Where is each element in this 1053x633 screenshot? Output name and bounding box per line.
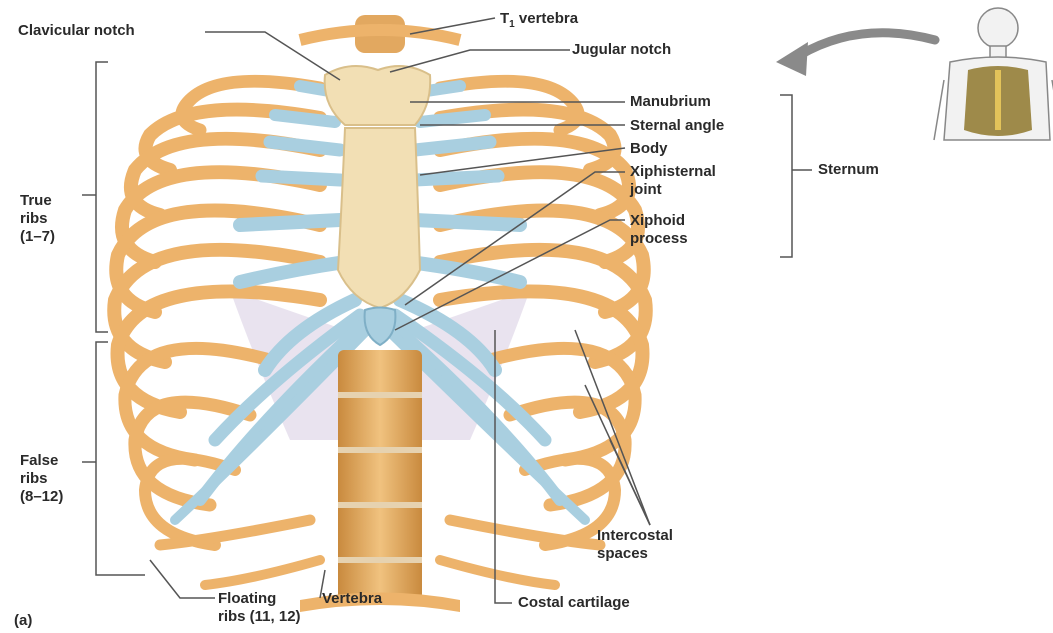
sternum-bracket — [780, 95, 792, 257]
label-floating-ribs: Floating ribs (11, 12) — [218, 590, 301, 626]
intercostal-line-2: spaces — [597, 545, 673, 563]
label-vertebra: Vertebra — [322, 590, 382, 608]
label-sternum: Sternum — [818, 161, 879, 179]
label-jugular-notch: Jugular notch — [572, 41, 671, 59]
label-manubrium: Manubrium — [630, 93, 711, 111]
intercostal-line-1: Intercostal — [597, 527, 673, 545]
false-ribs-line-3: (8–12) — [20, 488, 63, 506]
xiphoid-line-2: process — [630, 230, 688, 248]
cartilage-right-4 — [415, 176, 498, 180]
figure-panel-tag: (a) — [14, 612, 32, 630]
true-ribs-line-2: ribs — [20, 210, 55, 228]
cartilage-right-6 — [410, 262, 520, 282]
label-sternal-angle: Sternal angle — [630, 117, 724, 135]
orientation-inset — [776, 8, 1053, 140]
floating-ribs-line-2: ribs (11, 12) — [218, 608, 301, 626]
arrow-head-icon — [776, 42, 808, 76]
cartilage-right-5 — [415, 220, 520, 225]
rib-left-12 — [205, 560, 320, 585]
floating-ribs-line-1: Floating — [218, 590, 301, 608]
cartilage-right-3 — [415, 142, 490, 150]
cartilage-left-3 — [270, 142, 340, 150]
cartilage-left-5 — [240, 220, 340, 225]
true-ribs-bracket — [96, 62, 108, 332]
label-xiphoid-process: Xiphoid process — [630, 212, 688, 248]
label-xiphisternal-joint: Xiphisternal joint — [630, 163, 716, 199]
label-true-ribs: True ribs (1–7) — [20, 192, 55, 246]
true-ribs-line-3: (1–7) — [20, 228, 55, 246]
label-clavicular-notch: Clavicular notch — [18, 22, 135, 40]
cartilage-left-6 — [240, 262, 345, 282]
false-ribs-line-1: False — [20, 452, 63, 470]
xiphisternal-line-2: joint — [630, 181, 716, 199]
t1-suffix: vertebra — [515, 10, 578, 27]
curved-arrow — [800, 33, 935, 55]
rib-right-12 — [440, 560, 555, 585]
sternal-body-shape — [338, 128, 420, 308]
floating-ribs-leader — [150, 560, 215, 598]
t1-prefix: T — [500, 10, 509, 27]
label-costal-cartilage: Costal cartilage — [518, 594, 630, 612]
figure-head — [978, 8, 1018, 48]
xiphoid-line-1: Xiphoid — [630, 212, 688, 230]
label-t1-vertebra: T1 vertebra — [500, 10, 578, 34]
t1-leader — [410, 18, 495, 34]
label-intercostal-spaces: Intercostal spaces — [597, 527, 673, 563]
cartilage-right-2 — [420, 115, 485, 122]
true-ribs-line-1: True — [20, 192, 55, 210]
cartilage-left-4 — [262, 176, 340, 180]
false-ribs-line-2: ribs — [20, 470, 63, 488]
xiphisternal-line-1: Xiphisternal — [630, 163, 716, 181]
manubrium-shape — [325, 66, 431, 125]
label-false-ribs: False ribs (8–12) — [20, 452, 63, 506]
cartilage-left-2 — [275, 115, 335, 122]
label-body: Body — [630, 140, 668, 158]
